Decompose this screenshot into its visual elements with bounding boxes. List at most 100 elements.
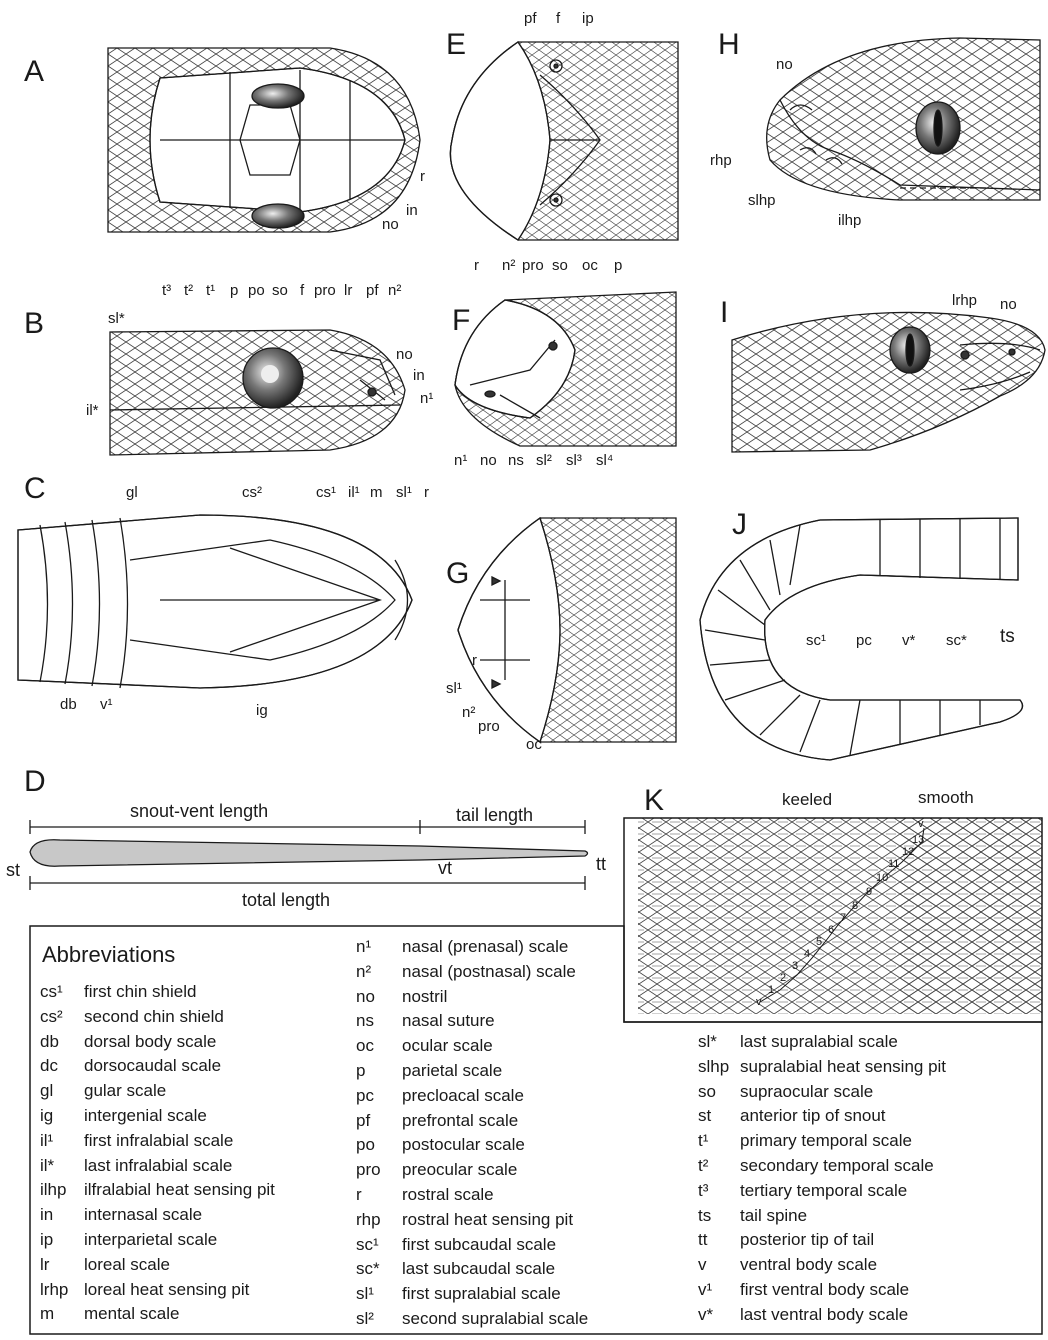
label-k-1: 1	[768, 984, 774, 996]
abbreviation-code: ip	[40, 1228, 84, 1253]
abbreviation-definition: first subcaudal scale	[402, 1233, 556, 1258]
label-e-so: so	[552, 257, 568, 274]
abbreviation-definition: supralabial heat sensing pit	[740, 1055, 946, 1080]
label-a-p: p	[230, 282, 238, 299]
label-k-13: 13	[912, 834, 924, 846]
abbreviation-definition: parietal scale	[402, 1059, 502, 1084]
abbreviation-definition: nasal suture	[402, 1009, 495, 1034]
label-e-p: p	[614, 257, 622, 274]
label-k-keeled: keeled	[782, 790, 832, 810]
label-j-pc: pc	[856, 632, 872, 649]
label-vt: vt	[438, 858, 452, 879]
label-c-db: db	[60, 696, 77, 713]
label-j-ts: ts	[1000, 626, 1015, 648]
abbreviation-code: lrhp	[40, 1278, 84, 1303]
panel-letter-e: E	[446, 28, 466, 62]
abbreviation-definition: loreal scale	[84, 1253, 170, 1278]
abbreviation-code: v*	[698, 1303, 740, 1328]
label-e-n2: n²	[502, 257, 515, 274]
label-k-11: 11	[888, 858, 899, 870]
label-b-sl1: sl¹	[396, 484, 412, 501]
label-b-m: m	[370, 484, 383, 501]
label-i-lrhp: lrhp	[952, 292, 977, 309]
head-ventral-drawing	[18, 515, 412, 688]
abbreviation-row: sc¹first subcaudal scale	[356, 1233, 588, 1258]
label-a-n2: n²	[388, 282, 401, 299]
panel-letter-i: I	[720, 296, 728, 330]
abbreviation-definition: postocular scale	[402, 1133, 525, 1158]
abbreviation-definition: second supralabial scale	[402, 1307, 588, 1332]
abbreviation-definition: nasal (postnasal) scale	[402, 960, 576, 985]
label-k-7: 7	[840, 912, 846, 924]
abbreviation-code: il*	[40, 1154, 84, 1179]
label-j-sc1: sc¹	[806, 632, 826, 649]
panel-letter-a: A	[24, 55, 44, 89]
abbreviation-row: popostocular scale	[356, 1133, 588, 1158]
label-b-il1: il¹	[348, 484, 360, 501]
label-total-length: total length	[242, 890, 330, 911]
label-e-oc: oc	[582, 257, 598, 274]
label-h-ilhp: ilhp	[838, 212, 861, 229]
abbreviation-row: ininternasal scale	[40, 1203, 275, 1228]
abbreviation-code: sc*	[356, 1257, 402, 1282]
abbreviation-definition: tail spine	[740, 1204, 807, 1229]
abbreviation-definition: last infralabial scale	[84, 1154, 232, 1179]
label-g-sl1: sl¹	[446, 680, 462, 697]
abbreviation-code: m	[40, 1302, 84, 1327]
abbreviation-code: rhp	[356, 1208, 402, 1233]
label-a-in: in	[406, 202, 418, 219]
body-length-drawing	[30, 820, 588, 890]
panel-letter-f: F	[452, 304, 470, 338]
abbreviation-code: r	[356, 1183, 402, 1208]
abbreviation-definition: gular scale	[84, 1079, 166, 1104]
label-b-il-last: il*	[86, 402, 99, 419]
label-k-10: 10	[876, 872, 888, 884]
label-k-v-bottom: v	[756, 996, 762, 1008]
label-k-3: 3	[792, 960, 798, 972]
abbreviation-row: mmental scale	[40, 1302, 275, 1327]
abbreviation-definition: internasal scale	[84, 1203, 202, 1228]
abbreviation-code: p	[356, 1059, 402, 1084]
abbreviation-code: dc	[40, 1054, 84, 1079]
label-b-in: in	[413, 367, 425, 384]
abbreviations-title: Abbreviations	[42, 942, 175, 968]
abbreviation-definition: posterior tip of tail	[740, 1228, 874, 1253]
abbreviation-code: t³	[698, 1179, 740, 1204]
abbreviation-code: cs¹	[40, 980, 84, 1005]
label-e-pf: pf	[524, 10, 537, 27]
abbreviation-definition: first supralabial scale	[402, 1282, 561, 1307]
label-tail-length: tail length	[456, 805, 533, 826]
label-k-8: 8	[852, 900, 858, 912]
label-b-no: no	[396, 346, 413, 363]
label-h-slhp: slhp	[748, 192, 776, 209]
abbreviations-col-1: cs¹first chin shieldcs²second chin shiel…	[40, 980, 275, 1327]
abbreviation-definition: prefrontal scale	[402, 1109, 518, 1134]
panel-letter-c: C	[24, 472, 46, 506]
abbreviation-code: sl*	[698, 1030, 740, 1055]
abbreviation-row: cs²second chin shield	[40, 1005, 275, 1030]
label-k-9: 9	[866, 886, 872, 898]
label-c-ig: ig	[256, 702, 268, 719]
abbreviation-row: nonostril	[356, 985, 588, 1010]
panel-letter-k: K	[644, 784, 664, 818]
label-f-ns: ns	[508, 452, 524, 469]
abbreviation-code: sl²	[356, 1307, 402, 1332]
abbreviation-code: n²	[356, 960, 402, 985]
label-j-sc-last: sc*	[946, 632, 967, 649]
abbreviation-definition: second chin shield	[84, 1005, 224, 1030]
head-lateral-drawing	[110, 330, 405, 455]
abbreviation-row: sl*last supralabial scale	[698, 1030, 946, 1055]
label-k-smooth: smooth	[918, 788, 974, 808]
abbreviation-row: il*last infralabial scale	[40, 1154, 275, 1179]
